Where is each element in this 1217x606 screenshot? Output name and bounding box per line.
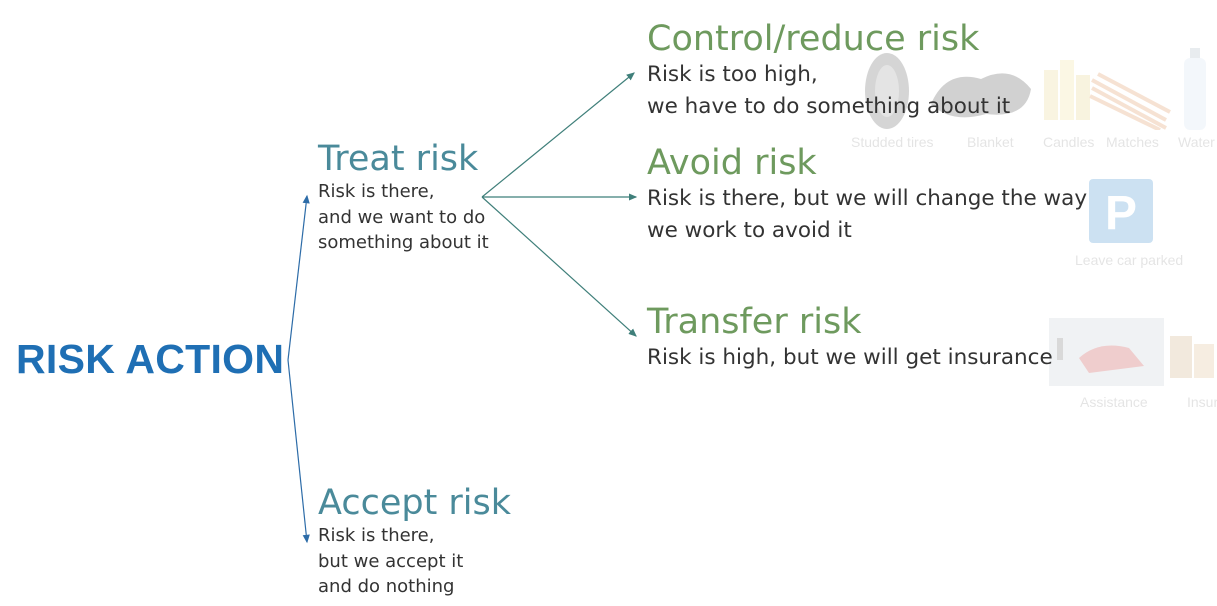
control-risk-node: Control/reduce risk Risk is too high, we… xyxy=(647,19,1010,123)
treat-risk-node: Treat risk Risk is there, and we want to… xyxy=(318,139,489,256)
avoid-risk-description: Risk is there, but we will change the wa… xyxy=(647,183,1087,247)
transfer-risk-description: Risk is high, but we will get insurance xyxy=(647,342,1053,374)
arrow-to-treat-risk xyxy=(287,194,310,361)
description-line: Risk is too high, xyxy=(647,62,818,87)
water-bottle-image xyxy=(1184,48,1206,130)
arrow-to-accept-risk xyxy=(287,359,310,544)
description-line: and we want to do xyxy=(318,206,486,228)
control-risk-description: Risk is too high, we have to do somethin… xyxy=(647,59,1010,123)
accept-risk-title: Accept risk xyxy=(318,483,512,523)
control-image-label: Matches xyxy=(1106,134,1159,150)
description-line: Risk is high, but we will get insurance xyxy=(647,345,1053,370)
matches-image xyxy=(1089,72,1171,130)
tire-image xyxy=(865,53,909,129)
description-line: we have to do something about it xyxy=(647,94,1011,119)
transfer-image-label: Assistance xyxy=(1080,394,1148,410)
arrow-to-transfer-risk xyxy=(481,196,637,337)
arrow-to-control-risk xyxy=(481,72,635,198)
accept-risk-description: Risk is there, but we accept it and do n… xyxy=(318,523,511,600)
candles-image xyxy=(1044,60,1090,120)
description-line: Risk is there, xyxy=(318,525,435,546)
description-line: Risk is there, but we will change the wa… xyxy=(647,186,1088,211)
control-risk-title: Control/reduce risk xyxy=(647,19,980,59)
transfer-risk-node: Transfer risk Risk is high, but we will … xyxy=(647,302,1053,374)
transfer-risk-title: Transfer risk xyxy=(647,302,862,342)
blanket-image xyxy=(931,73,1031,118)
svg-text:P: P xyxy=(1105,187,1137,240)
description-line: we work to avoid it xyxy=(647,218,852,243)
description-line: and do nothing xyxy=(318,576,455,597)
description-line: something about it xyxy=(318,232,489,253)
treat-risk-title: Treat risk xyxy=(318,139,479,179)
control-image-label: Studded tires xyxy=(851,134,934,150)
description-line: Risk is there, xyxy=(318,181,435,202)
assistance-image xyxy=(1049,318,1164,386)
avoid-image-label: Leave car parked xyxy=(1075,252,1184,268)
insurance-image xyxy=(1170,336,1214,378)
avoid-risk-node: Avoid risk Risk is there, but we will ch… xyxy=(647,143,1087,247)
transfer-image-label: Insur xyxy=(1187,394,1217,410)
risk-action-title: RISK ACTION xyxy=(16,336,285,382)
parking-sign-image: P xyxy=(1089,179,1153,243)
description-line: but we accept it xyxy=(318,550,464,572)
avoid-risk-title: Avoid risk xyxy=(647,143,817,183)
control-image-label: Candles xyxy=(1043,134,1095,150)
accept-risk-node: Accept risk Risk is there, but we accept… xyxy=(318,483,511,600)
control-image-label: Water xyxy=(1178,134,1215,150)
treat-risk-description: Risk is there, and we want to do somethi… xyxy=(318,179,489,256)
control-image-label: Blanket xyxy=(967,134,1014,150)
